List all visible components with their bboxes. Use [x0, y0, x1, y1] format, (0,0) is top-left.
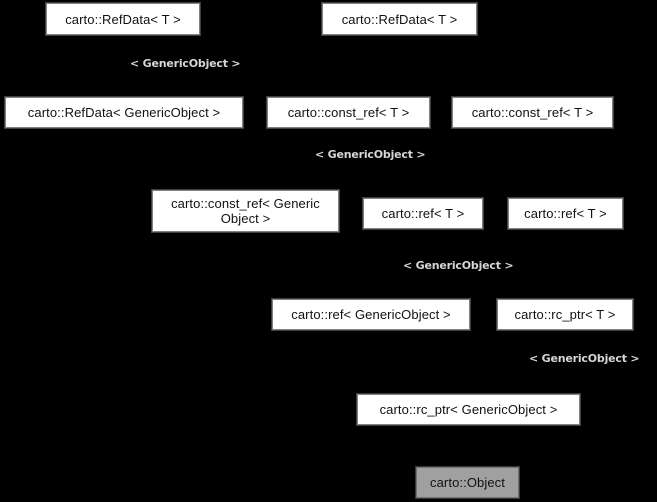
- node-label: carto::RefData< T >: [341, 11, 458, 27]
- node-label: carto::rc_ptr< GenericObject >: [379, 402, 558, 417]
- node-label: carto::const_ref< T >: [471, 105, 594, 120]
- node-label-line1: carto::const_ref< Generic: [171, 196, 320, 211]
- node-label-line2: Object >: [220, 211, 271, 226]
- node-label: carto::Object: [430, 475, 505, 490]
- node-label: carto::ref< T >: [524, 206, 607, 221]
- edge-label-constref: < GenericObject >: [315, 148, 426, 161]
- node-label: carto::const_ref< T >: [287, 105, 410, 120]
- node-label: carto::rc_ptr< T >: [514, 307, 616, 322]
- node-refdata-t-left[interactable]: carto::RefData< T >: [45, 2, 201, 36]
- edge-label-rcptr: < GenericObject >: [529, 352, 640, 365]
- node-const-ref-t-right[interactable]: carto::const_ref< T >: [451, 96, 614, 129]
- node-label: carto::ref< GenericObject >: [291, 307, 451, 322]
- node-const-ref-genericobject[interactable]: carto::const_ref< Generic Object >: [151, 189, 340, 233]
- node-ref-t-right[interactable]: carto::ref< T >: [507, 197, 624, 230]
- edge-label-refdata: < GenericObject >: [130, 57, 241, 70]
- node-carto-object[interactable]: carto::Object: [415, 466, 520, 499]
- node-ref-genericobject[interactable]: carto::ref< GenericObject >: [271, 298, 471, 331]
- node-rc-ptr-genericobject[interactable]: carto::rc_ptr< GenericObject >: [356, 393, 581, 426]
- node-rc-ptr-t[interactable]: carto::rc_ptr< T >: [496, 298, 634, 331]
- node-label: carto::RefData< GenericObject >: [27, 105, 221, 120]
- edge-label-ref: < GenericObject >: [403, 259, 514, 272]
- node-label: carto::RefData< T >: [65, 11, 181, 27]
- node-ref-t-left[interactable]: carto::ref< T >: [362, 197, 484, 230]
- node-const-ref-t-left[interactable]: carto::const_ref< T >: [266, 96, 431, 129]
- node-label: carto::ref< T >: [381, 206, 465, 221]
- node-refdata-t-right[interactable]: carto::RefData< T >: [321, 2, 478, 36]
- node-refdata-genericobject[interactable]: carto::RefData< GenericObject >: [4, 96, 244, 129]
